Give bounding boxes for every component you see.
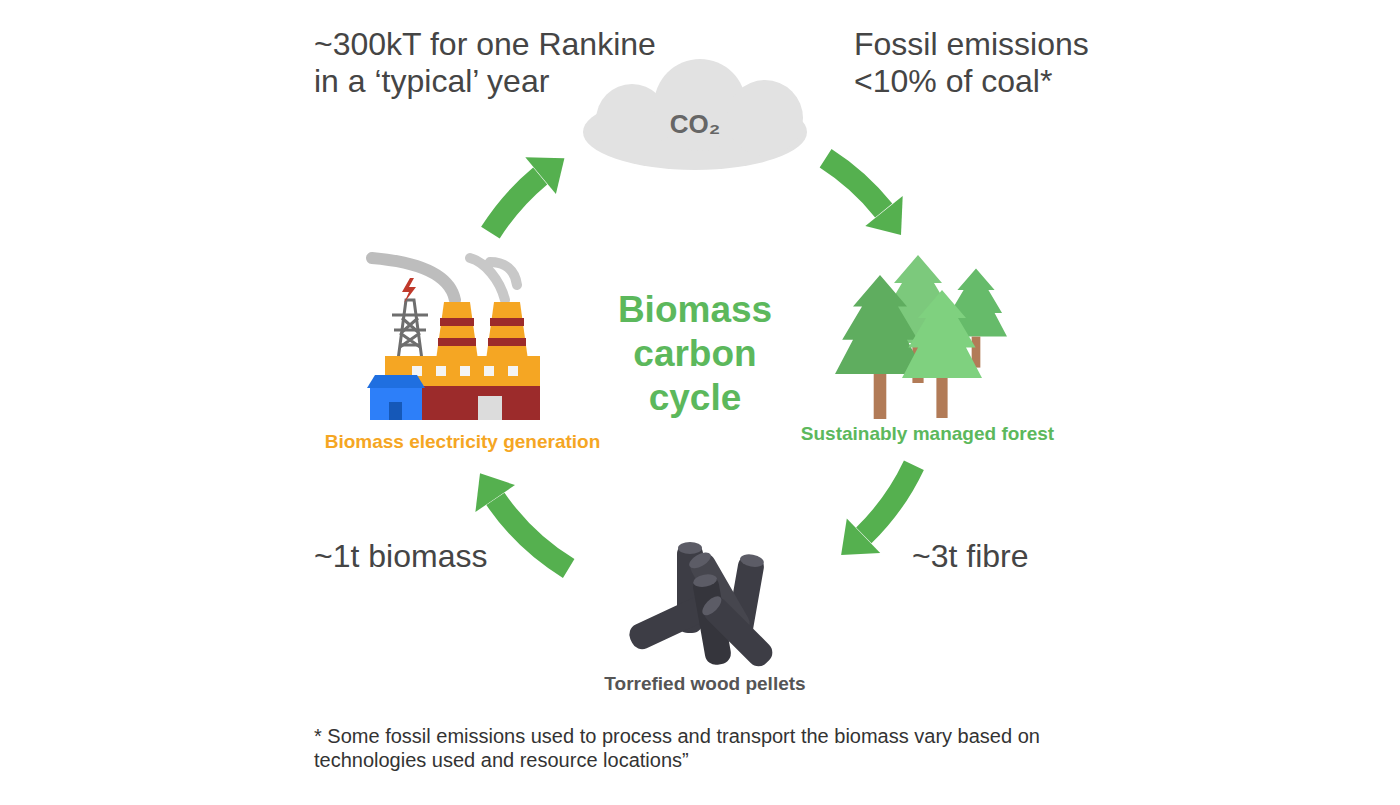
arrow-head bbox=[475, 473, 515, 512]
factory-node: Biomass electricity generation bbox=[309, 248, 616, 458]
forest-icon bbox=[835, 255, 1007, 419]
quantity-label: ~1t biomass bbox=[314, 538, 564, 575]
arrow-shaft bbox=[826, 158, 884, 210]
note-text: ~300kT for one Rankine in a ‘typical’ ye… bbox=[314, 26, 664, 100]
factory-icon bbox=[367, 258, 540, 420]
arrow-shaft bbox=[864, 465, 914, 535]
arrow-shaft bbox=[495, 499, 568, 569]
quantity-label: ~3t fibre bbox=[912, 538, 1162, 575]
node-label: Torrefied wood pellets bbox=[584, 673, 826, 696]
cycle-arrow bbox=[490, 157, 564, 233]
arrow-shaft bbox=[490, 176, 540, 233]
note-text: Fossil emissions <10% of coal* bbox=[854, 26, 1104, 100]
cycle-arrow bbox=[841, 465, 914, 555]
arrow-head bbox=[841, 519, 880, 555]
cloud-node: CO₂ bbox=[580, 72, 810, 177]
pellets-node: Torrefied wood pellets bbox=[584, 535, 826, 700]
footnote: * Some fossil emissions used to process … bbox=[314, 724, 1054, 772]
cycle-heading: Biomass carbon cycle bbox=[585, 288, 805, 420]
node-label: Sustainably managed forest bbox=[789, 423, 1066, 446]
cycle-arrow bbox=[475, 473, 568, 568]
arrow-head bbox=[865, 196, 902, 235]
cloud-icon bbox=[583, 59, 807, 170]
cycle-arrow bbox=[826, 158, 903, 235]
pellets-icon bbox=[626, 542, 777, 671]
node-label: CO₂ bbox=[670, 109, 721, 140]
arrow-head bbox=[525, 157, 564, 194]
forest-node: Sustainably managed forest bbox=[789, 250, 1066, 450]
node-label: Biomass electricity generation bbox=[309, 431, 616, 454]
